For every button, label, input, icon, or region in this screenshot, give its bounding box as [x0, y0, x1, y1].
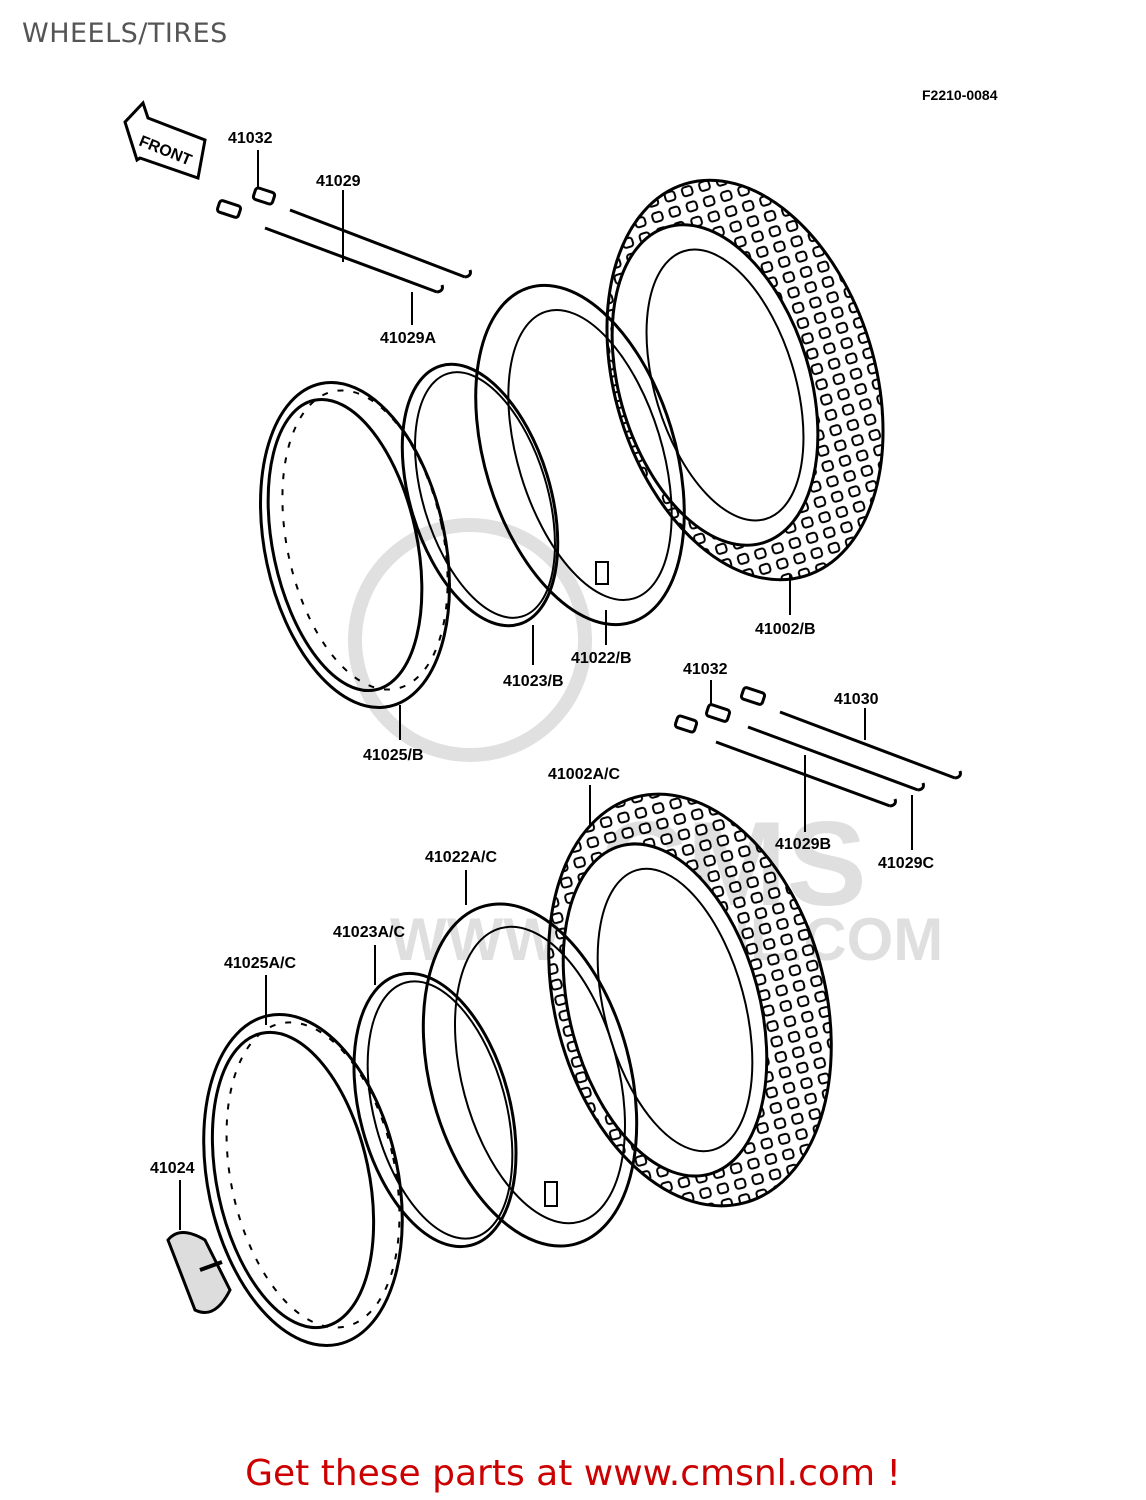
- label-41022B: 41022/B: [571, 650, 632, 667]
- label-41029B: 41029B: [775, 836, 831, 853]
- leader-lines-upper: [257, 150, 791, 740]
- label-41024: 41024: [150, 1160, 195, 1177]
- label-41025B: 41025/B: [363, 747, 424, 764]
- front-arrow-icon: FRONT: [123, 100, 207, 180]
- label-41029C: 41029C: [878, 855, 934, 872]
- leader-lines-lower: [179, 680, 913, 1230]
- diagram-code: F2210-0084: [922, 87, 998, 103]
- page-title: WHEELS/TIRES: [22, 18, 228, 49]
- label-41032-top: 41032: [228, 130, 273, 147]
- spoke-nipples-top: [215, 186, 277, 219]
- rim-lock-icon: [166, 1231, 232, 1314]
- tire-lower: [547, 792, 833, 1208]
- tire-upper: [605, 178, 885, 582]
- tube-upper: [474, 283, 686, 627]
- rim-lower: [202, 1012, 404, 1348]
- label-41025AC: 41025A/C: [224, 955, 296, 972]
- label-41002B: 41002/B: [755, 621, 816, 638]
- spokes-mid: [715, 710, 962, 808]
- spokes-top: [264, 208, 472, 294]
- label-41002AC: 41002A/C: [548, 766, 620, 783]
- tube-lower: [421, 902, 639, 1248]
- label-41029: 41029: [316, 173, 361, 190]
- label-41023AC: 41023A/C: [333, 924, 405, 941]
- rim-band-lower: [352, 971, 518, 1249]
- label-41030: 41030: [834, 691, 879, 708]
- label-41023B: 41023/B: [503, 673, 564, 690]
- rim-upper: [259, 381, 451, 709]
- label-41029A: 41029A: [380, 330, 436, 347]
- label-41022AC: 41022A/C: [425, 849, 497, 866]
- spoke-nipples-mid: [673, 686, 767, 734]
- label-41032-mid: 41032: [683, 661, 728, 678]
- footer-cta-link[interactable]: Get these parts at www.cmsnl.com !: [245, 1453, 901, 1494]
